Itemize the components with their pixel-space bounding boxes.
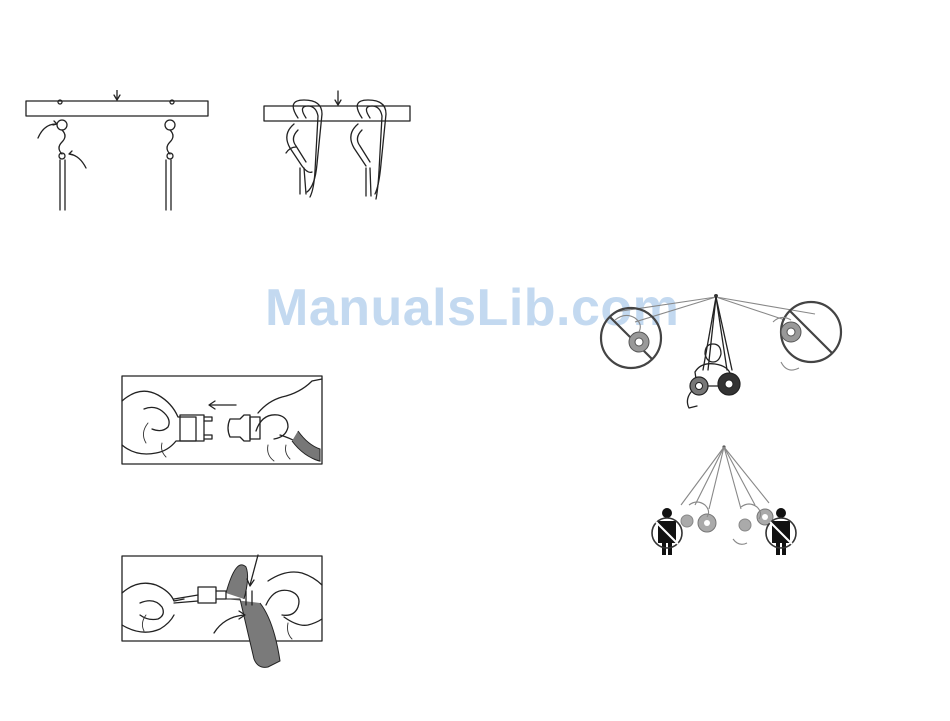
- buckle-connect-icon: [118, 373, 328, 468]
- rope-loop-figure: [258, 88, 418, 203]
- swing-arc-warning-figure: [595, 292, 845, 417]
- hook-attachment-figure: [20, 90, 220, 215]
- bystander-warning-figure: [645, 443, 805, 561]
- swing-arc-prohibited-icon: [595, 292, 845, 417]
- strap-adjust-icon: [118, 553, 328, 668]
- strap-adjust-figure: [118, 553, 328, 668]
- hook-attachment-icon: [20, 90, 220, 215]
- rope-loop-icon: [258, 88, 418, 203]
- buckle-connect-figure: [118, 373, 328, 468]
- bystander-clearance-icon: [645, 443, 805, 561]
